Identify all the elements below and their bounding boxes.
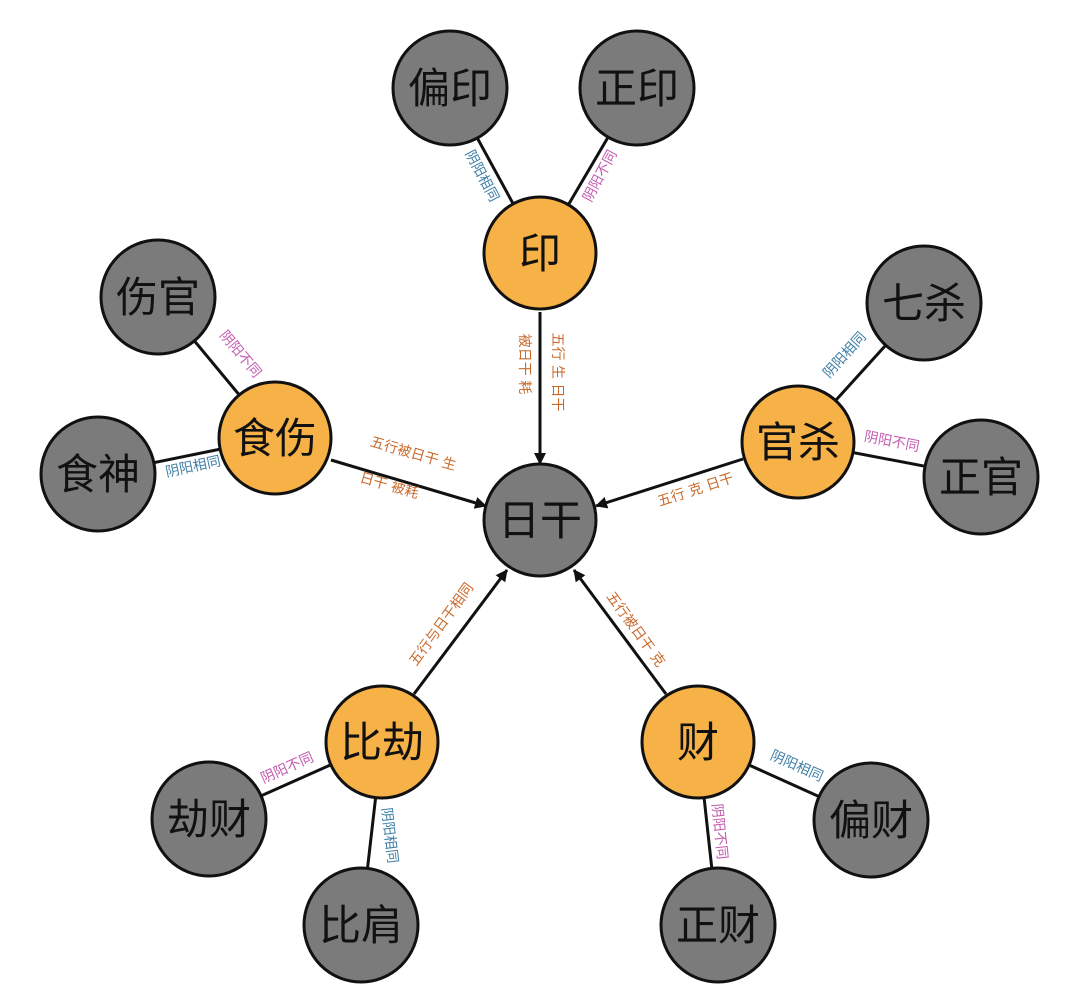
node-zhengguan: 正官 — [922, 418, 1040, 536]
edge-guansha-to-center — [595, 457, 744, 509]
node-zhengguan-label: 正官 — [939, 453, 1023, 502]
edge-shishang-to-center — [330, 458, 487, 509]
node-guansha-circle — [740, 384, 856, 500]
node-bijie: 比劫 — [324, 684, 440, 800]
node-zhengcai-circle — [659, 866, 777, 984]
node-guansha: 官杀 — [740, 384, 856, 500]
node-yin-circle — [482, 195, 598, 311]
node-cai-circle — [640, 684, 756, 800]
node-shishang: 食伤 — [217, 380, 333, 496]
edge-label-yin-a: 五行 生 日干 — [549, 333, 565, 412]
node-shangguan-label: 伤官 — [116, 273, 200, 322]
node-piancai-circle — [812, 761, 930, 879]
node-guansha-label: 官杀 — [756, 418, 840, 467]
node-zhengcai: 正财 — [659, 866, 777, 984]
node-rigan: 日干 — [482, 462, 598, 578]
node-qisha-circle — [865, 244, 983, 362]
edge-label-pianyin: 阴阳相同 — [461, 148, 501, 205]
node-zhengyin-label: 正印 — [595, 64, 679, 113]
node-bijie-label: 比劫 — [340, 718, 424, 767]
node-zhengcai-label: 正财 — [676, 901, 760, 950]
node-shishen-circle — [39, 415, 157, 533]
node-qisha-label: 七杀 — [882, 279, 966, 328]
node-jiecai: 劫财 — [150, 760, 268, 878]
node-shishen-label: 食神 — [56, 450, 140, 499]
node-rigan-label: 日干 — [498, 496, 582, 545]
node-pianyin-label: 偏印 — [408, 64, 492, 113]
node-shishen: 食神 — [39, 415, 157, 533]
node-jiecai-circle — [150, 760, 268, 878]
node-piancai: 偏财 — [812, 761, 930, 879]
node-pianyin: 偏印 — [391, 29, 509, 147]
edge-label-zhengguan: 阴阳不同 — [863, 429, 921, 455]
edge-label-shangguan: 阴阳不同 — [216, 328, 264, 381]
edge-label-jiecai: 阴阳不同 — [259, 750, 317, 787]
node-shishang-label: 食伤 — [233, 414, 317, 463]
main-edges — [330, 312, 744, 695]
nodes: 日干 印 食伤 官杀 比劫 财 偏印 正印 — [39, 29, 1040, 984]
edge-label-guansha: 五行 克 日干 — [656, 470, 736, 510]
edge-label-shishang-a: 五行被日干 生 — [368, 434, 457, 474]
node-bijian-circle — [302, 866, 420, 984]
node-zhengguan-circle — [922, 418, 1040, 536]
node-bijian: 比肩 — [302, 866, 420, 984]
node-yin: 印 — [482, 195, 598, 311]
node-bijie-circle — [324, 684, 440, 800]
edge-label-bijian: 阴阳相同 — [378, 807, 401, 865]
edge-label-piancai: 阴阳相同 — [768, 748, 826, 785]
node-bijian-label: 比肩 — [319, 901, 403, 950]
node-shangguan-circle — [99, 238, 217, 356]
node-rigan-circle — [482, 462, 598, 578]
node-pianyin-circle — [391, 29, 509, 147]
node-shangguan: 伤官 — [99, 238, 217, 356]
node-cai-label: 财 — [677, 718, 719, 767]
edge-label-cai: 五行被日干 克 — [603, 589, 668, 670]
edge-label-yin-b: 被日干 耗 — [516, 334, 532, 394]
node-jiecai-label: 劫财 — [167, 795, 251, 844]
edge-cai-to-center — [572, 569, 668, 695]
edge-label-shishang-b: 日干 被耗 — [358, 470, 421, 502]
node-yin-label: 印 — [519, 229, 561, 278]
edge-label-zhengcai: 阴阳不同 — [708, 803, 730, 860]
node-zhengyin: 正印 — [578, 29, 696, 147]
node-qisha: 七杀 — [865, 244, 983, 362]
edge-label-qisha: 阴阳相同 — [820, 329, 869, 381]
node-zhengyin-circle — [578, 29, 696, 147]
node-piancai-label: 偏财 — [829, 796, 913, 845]
node-shishang-circle — [217, 380, 333, 496]
node-cai: 财 — [640, 684, 756, 800]
edge-bijie-to-center — [412, 569, 509, 695]
